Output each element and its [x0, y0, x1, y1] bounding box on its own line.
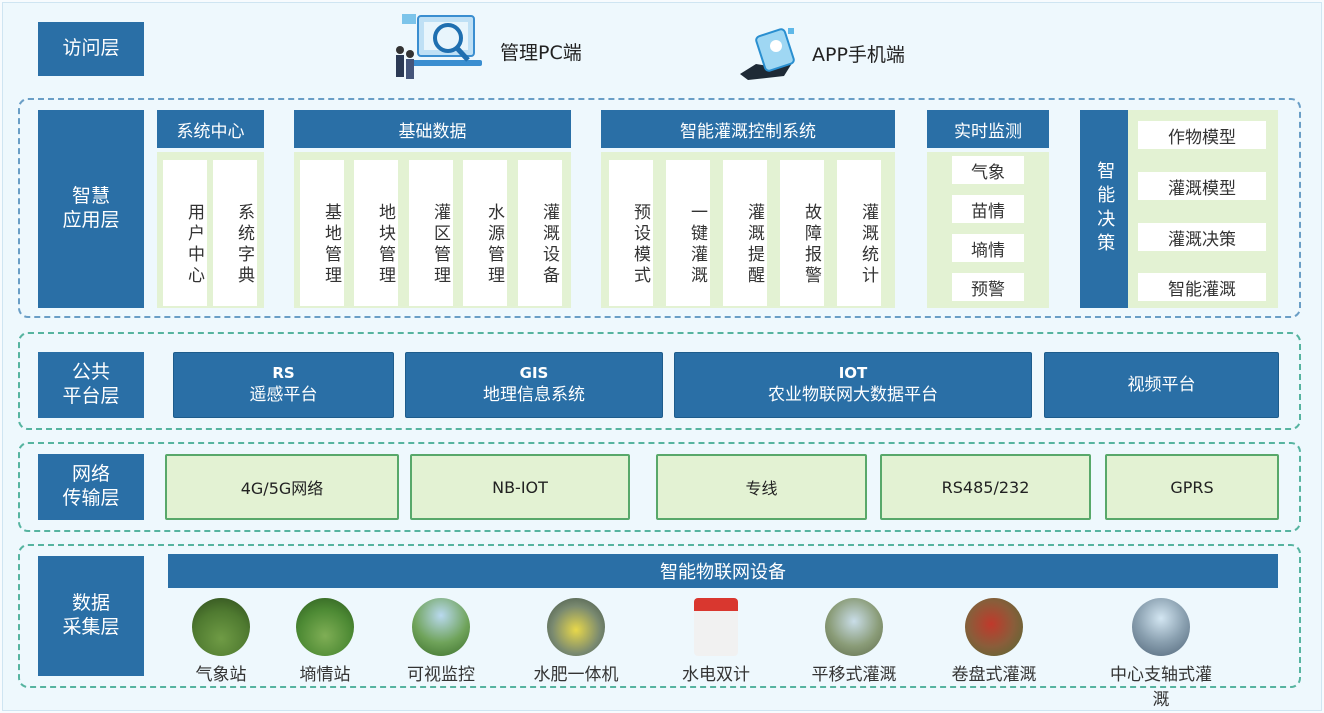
monitoring-item: 苗情 [952, 195, 1024, 223]
decision-item: 灌溉决策 [1138, 223, 1266, 251]
decision-title: 智能决策 [1080, 110, 1128, 308]
network-item: 4G/5G网络 [165, 454, 399, 520]
irrigation-control-item: 灌溉提醒 [723, 160, 767, 306]
irrigation-control-item: 故障报警 [780, 160, 824, 306]
device-fertigation-machine: 水肥一体机 [521, 598, 631, 685]
platform-gis: GIS 地理信息系统 [405, 352, 663, 418]
platform-code: GIS [519, 364, 549, 383]
device-weather-station: 气象站 [166, 598, 276, 685]
platform-name: 地理信息系统 [483, 384, 585, 405]
app-layer-label: 智慧 应用层 [38, 110, 144, 308]
device-center-pivot-irrigation: 中心支轴式灌溉 [1106, 598, 1216, 710]
monitoring-title: 实时监测 [927, 110, 1049, 148]
device-soil-moisture-station: 墒情站 [270, 598, 380, 685]
device-label: 墒情站 [299, 665, 351, 685]
access-layer-label: 访问层 [38, 22, 144, 76]
device-video-monitor: 可视监控 [386, 598, 496, 685]
device-hose-reel-irrigation: 卷盘式灌溉 [939, 598, 1049, 685]
network-layer-label: 网络 传输层 [38, 454, 144, 520]
device-label: 水电双计 [682, 665, 750, 685]
system-center-item: 系统字典 [213, 160, 257, 306]
device-label: 气象站 [195, 665, 247, 685]
base-data-item: 地块管理 [354, 160, 398, 306]
iot-devices-title: 智能物联网设备 [168, 554, 1278, 588]
system-center-item: 用户中心 [163, 160, 207, 306]
irrigation-control-item: 灌溉统计 [837, 160, 881, 306]
data-layer-panel [18, 544, 1301, 688]
device-label: 中心支轴式灌溉 [1110, 665, 1212, 710]
network-layer-panel [18, 442, 1301, 532]
platform-name: 遥感平台 [249, 384, 318, 405]
base-data-item: 基地管理 [300, 160, 344, 306]
monitoring-item: 气象 [952, 156, 1024, 184]
decision-item: 灌溉模型 [1138, 172, 1266, 200]
platform-rs: RS 遥感平台 [173, 352, 394, 418]
device-lateral-move-irrigation: 平移式灌溉 [799, 598, 909, 685]
app-client-label: APP手机端 [812, 44, 905, 66]
platform-layer-label: 公共 平台层 [38, 352, 144, 418]
weather-station-icon [192, 598, 250, 656]
network-item: NB-IOT [410, 454, 630, 520]
network-item: RS485/232 [880, 454, 1091, 520]
platform-name: 农业物联网大数据平台 [768, 384, 938, 405]
system-center-title: 系统中心 [157, 110, 264, 148]
soil-station-icon [296, 598, 354, 656]
platform-code: RS [272, 364, 295, 383]
device-label: 可视监控 [407, 665, 475, 685]
app-layer-panel [18, 98, 1301, 318]
meter-cabinet-icon [694, 598, 738, 656]
platform-code: IOT [838, 364, 868, 383]
camera-icon [412, 598, 470, 656]
irrigation-control-title: 智能灌溉控制系统 [601, 110, 895, 148]
base-data-title: 基础数据 [294, 110, 571, 148]
platform-iot: IOT 农业物联网大数据平台 [674, 352, 1032, 418]
fertigation-icon [547, 598, 605, 656]
base-data-item: 灌溉设备 [518, 160, 562, 306]
monitoring-item: 预警 [952, 273, 1024, 301]
base-data-item: 水源管理 [463, 160, 507, 306]
device-label: 平移式灌溉 [811, 665, 897, 685]
lateral-irrigator-icon [825, 598, 883, 656]
center-pivot-icon [1132, 598, 1190, 656]
base-data-item: 灌区管理 [409, 160, 453, 306]
hose-reel-icon [965, 598, 1023, 656]
platform-name: 视频平台 [1127, 374, 1196, 395]
data-layer-label: 数据 采集层 [38, 556, 144, 676]
pc-icon [388, 10, 488, 82]
irrigation-control-item: 一键灌溉 [666, 160, 710, 306]
platform-video: 视频平台 [1044, 352, 1279, 418]
platform-layer-panel [18, 332, 1301, 430]
device-label: 卷盘式灌溉 [951, 665, 1037, 685]
decision-item: 作物模型 [1138, 121, 1266, 149]
pc-client-label: 管理PC端 [500, 42, 582, 64]
network-item: 专线 [656, 454, 867, 520]
mobile-app-icon [738, 26, 802, 82]
network-item: GPRS [1105, 454, 1279, 520]
monitoring-item: 墒情 [952, 234, 1024, 262]
irrigation-control-item: 预设模式 [609, 160, 653, 306]
decision-item: 智能灌溉 [1138, 273, 1266, 301]
device-water-electric-meter: 水电双计 [661, 598, 771, 685]
device-label: 水肥一体机 [533, 665, 619, 685]
